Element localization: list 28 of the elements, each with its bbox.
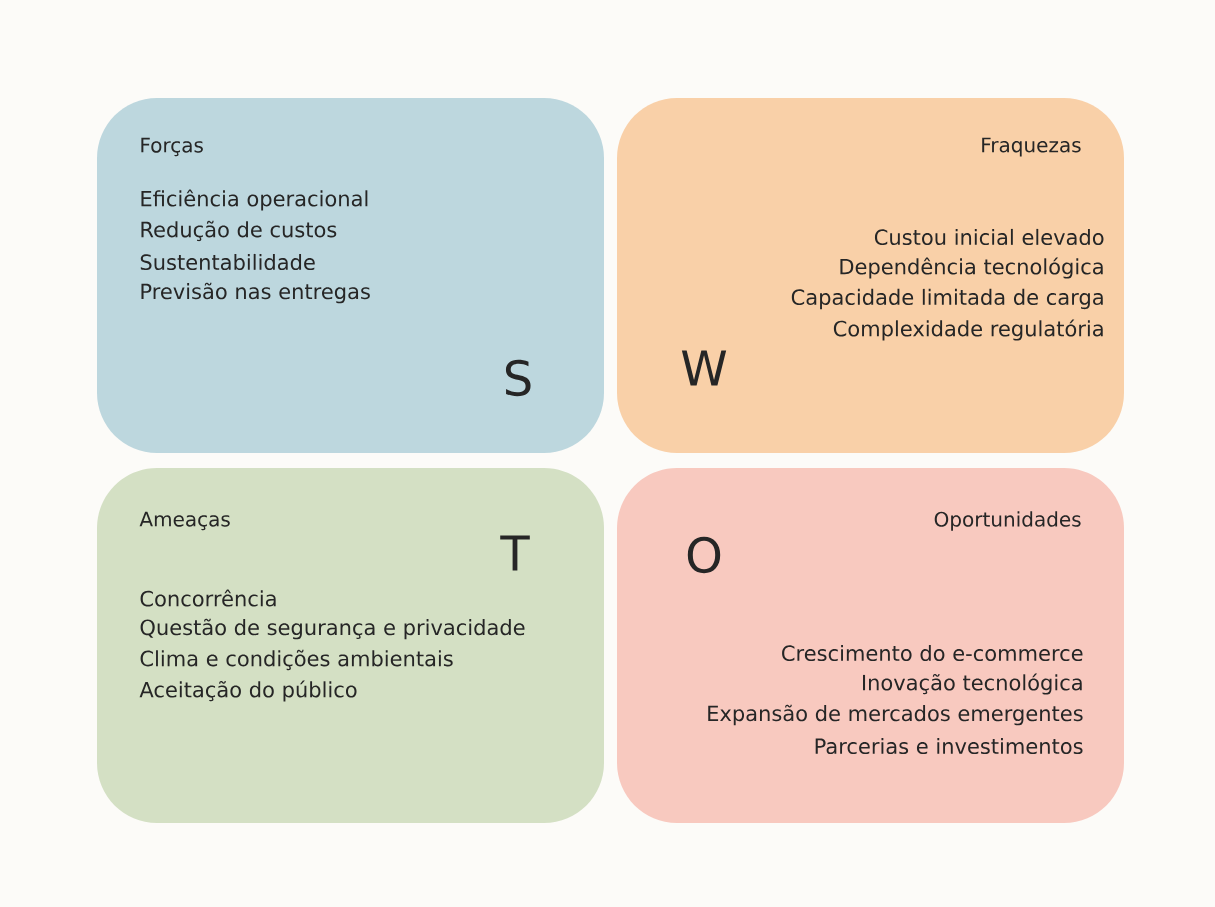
quadrant-letter: O xyxy=(687,536,721,574)
list-item: Aceitação do público xyxy=(139,680,357,702)
heading: Ameaças xyxy=(139,511,230,531)
list-item: Complexidade regulatória xyxy=(833,319,1103,341)
list-item: Dependência tecnológica xyxy=(840,257,1103,279)
list-item: Custou inicial elevado xyxy=(874,228,1104,246)
swot-box xyxy=(617,98,1124,453)
list-item: Concorrência xyxy=(140,589,276,607)
swot-box xyxy=(617,468,1124,823)
quadrant-letter: S xyxy=(505,359,531,397)
list-item: Inovação tecnológica xyxy=(862,673,1082,695)
heading: Oportunidades xyxy=(934,511,1081,531)
list-item: Clima e condições ambientais xyxy=(140,649,453,671)
list-item: Previsão nas entregas xyxy=(141,282,370,304)
swot-box xyxy=(97,98,604,453)
list-item: Eficiência operacional xyxy=(141,189,368,211)
list-item: Questão de segurança e privacidade xyxy=(140,618,525,640)
swot-box xyxy=(97,468,604,823)
list-item: Expansão de mercados emergentes xyxy=(708,704,1083,726)
heading: Forças xyxy=(141,137,203,157)
list-item: Redução de custos xyxy=(141,220,337,242)
list-item: Capacidade limitada de carga xyxy=(791,288,1103,310)
quadrant-letter: T xyxy=(500,535,530,571)
list-item: Sustentabilidade xyxy=(140,253,315,271)
heading: Fraquezas xyxy=(982,137,1081,157)
quadrant-letter: W xyxy=(681,350,727,386)
list-item: Crescimento do e-commerce xyxy=(782,644,1083,662)
list-item: Parcerias e investimentos xyxy=(815,737,1083,755)
